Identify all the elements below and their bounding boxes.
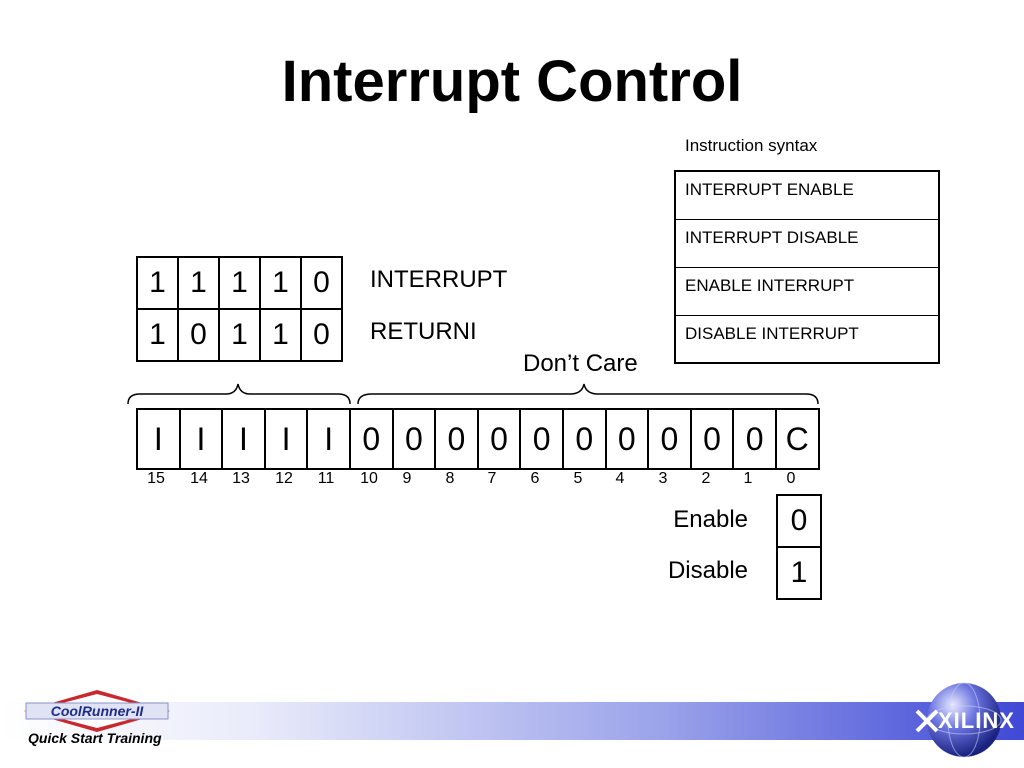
- word-bit-cell: 0: [476, 408, 522, 470]
- coolrunner-logo-text: CoolRunner-II: [51, 703, 145, 719]
- word-bit-cell: I: [263, 408, 309, 470]
- opcode-bit: 0: [300, 308, 343, 362]
- word-bit-cell: I: [306, 408, 351, 470]
- word-bit-cell: 0: [604, 408, 650, 470]
- syntax-row: ENABLE INTERRUPT: [676, 268, 938, 316]
- slide-title: Interrupt Control: [281, 49, 743, 114]
- opcode-label-returni: RETURNI: [370, 318, 477, 345]
- footer-band: [0, 702, 1024, 740]
- dont-care-label: Don’t Care: [523, 350, 638, 377]
- mode-table: 0 1: [776, 494, 822, 600]
- globe-icon: [926, 682, 1002, 758]
- xilinx-x-icon: [915, 709, 939, 733]
- word-bit-cell: 0: [519, 408, 564, 470]
- word-bit-cell: 0: [647, 408, 692, 470]
- word-bit-cell: C: [774, 408, 820, 470]
- bit-number: 2: [701, 470, 711, 487]
- opcode-bit: 1: [177, 256, 220, 310]
- mode-label-disable: Disable: [667, 557, 748, 584]
- syntax-row: INTERRUPT DISABLE: [676, 220, 938, 268]
- opcode-bit: 0: [300, 256, 343, 310]
- bit-number: 14: [190, 470, 208, 487]
- bit-number: 11: [317, 470, 335, 487]
- word-bit-cell: 0: [689, 408, 735, 470]
- bit-number: 8: [445, 470, 455, 487]
- word-bit-cell: 0: [434, 408, 479, 470]
- opcode-bit: 1: [136, 256, 179, 310]
- syntax-row: DISABLE INTERRUPT: [685, 324, 859, 343]
- mode-label-enable: Enable: [673, 506, 748, 533]
- syntax-table: INTERRUPT ENABLE INTERRUPT DISABLE ENABL…: [674, 170, 940, 364]
- word-bit-cell: 0: [391, 408, 437, 470]
- word-bit-cell: I: [221, 408, 266, 470]
- coolrunner-logo: CoolRunner-II: [24, 690, 170, 732]
- bit-number: 12: [275, 470, 293, 487]
- word-bit-cell: 0: [561, 408, 607, 470]
- bit-number: 6: [530, 470, 540, 487]
- bit-number: 5: [573, 470, 583, 487]
- opcode-bit: 1: [136, 308, 179, 362]
- opcode-bit: 1: [218, 308, 261, 362]
- opcode-bit: 0: [177, 308, 220, 362]
- syntax-caption: Instruction syntax: [685, 136, 818, 155]
- opcode-bit: 1: [259, 308, 302, 362]
- syntax-row: INTERRUPT ENABLE: [676, 172, 938, 220]
- word-bit-cell: I: [178, 408, 224, 470]
- opcode-label-interrupt: INTERRUPT: [370, 266, 508, 293]
- bit-number: 15: [147, 470, 165, 487]
- xilinx-brand: XILINX: [938, 708, 1015, 733]
- mode-row-enable: 0: [776, 494, 822, 548]
- mode-value: 1: [776, 546, 822, 600]
- mode-value: 0: [776, 494, 822, 548]
- bit-number: 10: [360, 470, 378, 487]
- word-bit-cell: 0: [732, 408, 777, 470]
- bit-number: 3: [658, 470, 668, 487]
- training-label: Quick Start Training: [28, 730, 162, 746]
- bit-number: 1: [743, 470, 753, 487]
- opcode-brace: [127, 383, 351, 405]
- word-bit-cell: I: [136, 408, 181, 470]
- bit-number: 0: [786, 470, 796, 487]
- brace-lines: [127, 383, 819, 405]
- dont-care-brace: [357, 383, 819, 405]
- opcode-bit: 1: [259, 256, 302, 310]
- bit-number: 9: [402, 470, 412, 487]
- opcode-table: 1 1 1 1 0 1 0 1 1 0: [136, 256, 343, 362]
- opcode-row-returni: 1 0 1 1 0: [136, 308, 343, 362]
- bit-number: 7: [487, 470, 497, 487]
- instruction-word-row: I I I I I 0 0 0 0 0 0 0 0 0 0 C: [136, 408, 820, 470]
- bit-number: 4: [615, 470, 625, 487]
- opcode-bit: 1: [218, 256, 261, 310]
- word-bit-cell: 0: [348, 408, 394, 470]
- mode-row-disable: 1: [776, 546, 822, 600]
- bit-number: 13: [232, 470, 250, 487]
- opcode-row-interrupt: 1 1 1 1 0: [136, 256, 343, 310]
- instruction-word-table: I I I I I 0 0 0 0 0 0 0 0 0 0 C: [136, 408, 820, 470]
